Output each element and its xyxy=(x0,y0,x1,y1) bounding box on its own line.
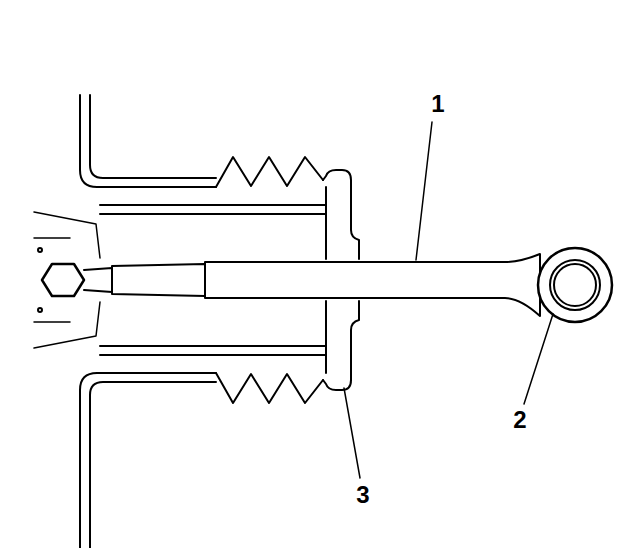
inner-tube xyxy=(100,205,326,214)
rod-end xyxy=(38,308,42,312)
rod-end xyxy=(34,212,100,258)
leader-line xyxy=(524,314,553,404)
ratchet-ring xyxy=(554,264,596,306)
leader-line xyxy=(344,388,360,478)
rod-end xyxy=(38,248,42,252)
rod-end xyxy=(34,302,100,348)
boot-flange xyxy=(323,170,359,259)
leader-line xyxy=(416,122,432,260)
wrench-body xyxy=(355,261,505,263)
wrench-head xyxy=(538,248,612,322)
callout-number: 1 xyxy=(428,91,447,117)
wrench-body xyxy=(205,254,540,316)
housing-outline xyxy=(80,95,216,187)
socket xyxy=(84,268,112,292)
inner-tube xyxy=(100,346,326,355)
housing-outline xyxy=(90,382,216,548)
boot-flange xyxy=(323,301,359,390)
rod-end xyxy=(34,238,70,322)
ratchet-ring xyxy=(550,260,600,310)
housing-outline xyxy=(80,373,216,548)
hex-nut xyxy=(42,264,84,296)
wrench-extension xyxy=(112,264,205,296)
callout-number: 3 xyxy=(353,482,372,508)
housing-outline xyxy=(90,95,216,178)
callout-number: 2 xyxy=(510,407,529,433)
boot-bellows xyxy=(216,373,323,403)
boot-bellows xyxy=(216,157,323,187)
